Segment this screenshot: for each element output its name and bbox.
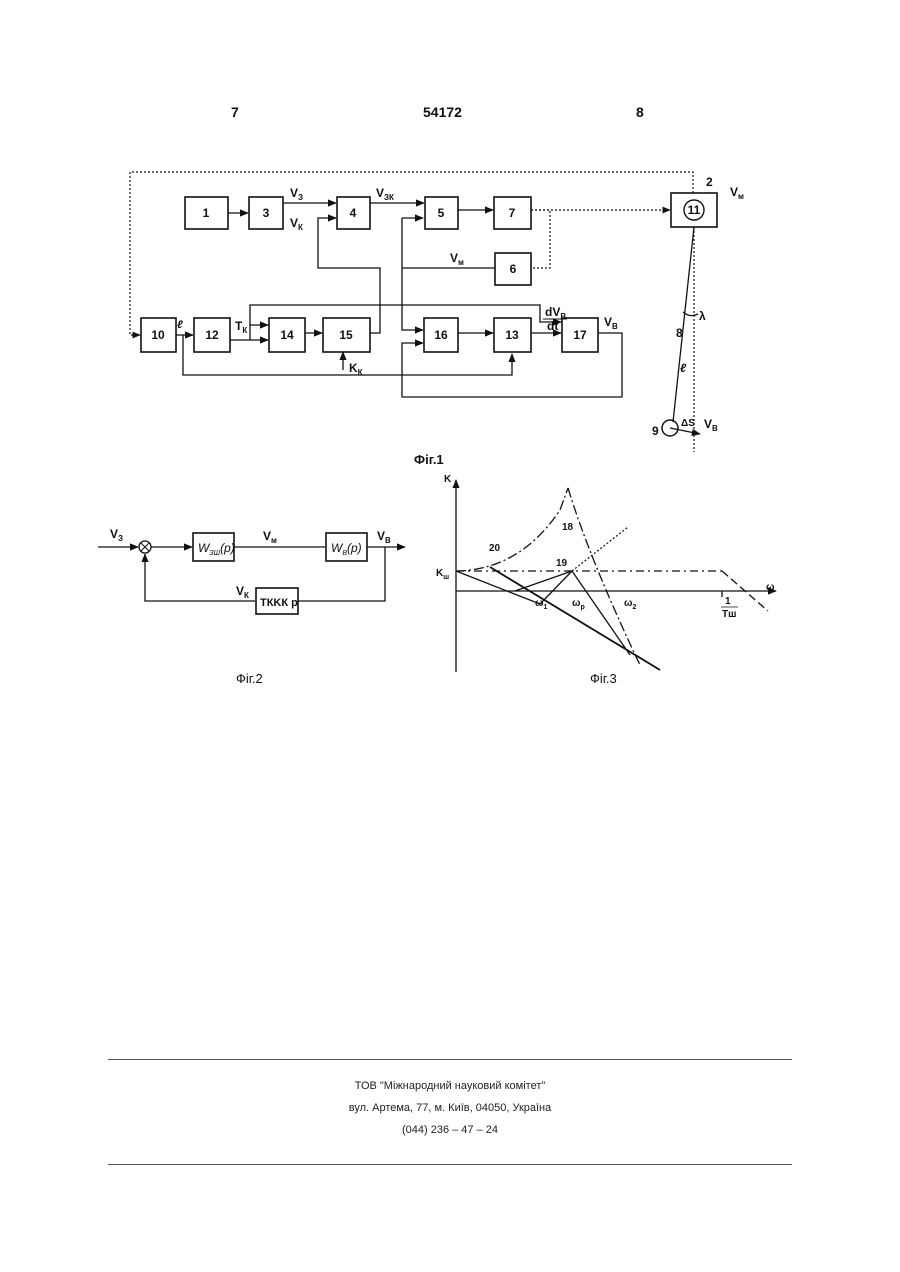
figure3-diagram: K ω Kш 18 19 20 ω1 ωp ω2 1 Tш xyxy=(436,474,776,672)
block-10-label: 10 xyxy=(151,328,165,342)
block-16-label: 16 xyxy=(434,328,448,342)
footer-rule-bottom xyxy=(108,1164,792,1165)
footer-company: ТОВ "Міжнародний науковий комітет" xyxy=(0,1080,900,1092)
fig3-w2: ω2 xyxy=(624,598,636,611)
fig2-feedback-label: TКKК p xyxy=(260,597,298,609)
block-17-label: 17 xyxy=(573,328,587,342)
label-9: 9 xyxy=(652,424,659,438)
figure2-diagram: VЗ WЗШ(p) Vм WВ(p) VВ VК TКKК p xyxy=(98,527,405,614)
label-kk: KК xyxy=(349,361,363,377)
label-vzk: VЗК xyxy=(376,186,394,202)
fig3-ksh: Kш xyxy=(436,568,449,581)
fig3-inv-num: 1 xyxy=(725,596,731,607)
label-vk: VК xyxy=(290,216,303,232)
block-5-label: 5 xyxy=(438,206,445,220)
suspension-rope xyxy=(673,227,694,422)
footer-address: вул. Артема, 77, м. Київ, 04050, Україна xyxy=(0,1102,900,1114)
fig2-vk: VК xyxy=(236,584,249,600)
block-15-label: 15 xyxy=(339,328,353,342)
label-vz: VЗ xyxy=(290,186,303,202)
label-tk: TК xyxy=(235,319,247,335)
block-11-label: 11 xyxy=(688,203,701,217)
block-4-label: 4 xyxy=(350,206,357,220)
fig2-vb: VВ xyxy=(377,529,391,545)
fig3-x-label: ω xyxy=(766,582,775,593)
fig2-vz: VЗ xyxy=(110,527,123,543)
label-ell-in: ℓ xyxy=(177,319,183,331)
curve-20 xyxy=(490,567,660,670)
fig3-y-label: K xyxy=(444,474,452,485)
footer-phone: (044) 236 – 47 – 24 xyxy=(0,1124,900,1136)
label-dt: dt xyxy=(547,319,558,333)
figure3-caption: Фіг.3 xyxy=(590,671,617,686)
fig3-curve19: 19 xyxy=(556,558,568,569)
fig3-curve20: 20 xyxy=(489,543,501,554)
label-ell: ℓ xyxy=(680,361,687,375)
label-vb-load: VВ xyxy=(704,417,718,433)
label-lambda: λ xyxy=(699,309,706,323)
label-vm-out: Vм xyxy=(730,185,744,201)
block-1-label: 1 xyxy=(203,206,210,220)
block-13-label: 13 xyxy=(505,328,519,342)
label-8: 8 xyxy=(676,326,683,340)
label-2: 2 xyxy=(706,175,713,189)
fig3-curve18: 18 xyxy=(562,522,574,533)
fig2-vm: Vм xyxy=(263,529,277,545)
block-14-label: 14 xyxy=(280,328,294,342)
block-3-label: 3 xyxy=(263,206,270,220)
fig2-wv: WВ(p) xyxy=(331,541,362,557)
label-vb: VВ xyxy=(604,315,618,331)
block-12-label: 12 xyxy=(205,328,219,342)
fig3-wp: ωp xyxy=(572,598,585,611)
block-7-label: 7 xyxy=(509,206,516,220)
block-6-label: 6 xyxy=(510,262,517,276)
figure1-caption: Фіг.1 xyxy=(414,452,444,467)
footer-rule-top xyxy=(108,1059,792,1060)
label-ds: ΔS xyxy=(681,418,695,429)
figure1-diagram: 1 3 4 5 7 6 11 10 12 14 15 16 13 17 VЗ V… xyxy=(130,172,744,452)
fig3-inv-den: Tш xyxy=(722,609,736,620)
figure2-caption: Фіг.2 xyxy=(236,671,263,686)
label-vm-mid: Vм xyxy=(450,251,464,267)
